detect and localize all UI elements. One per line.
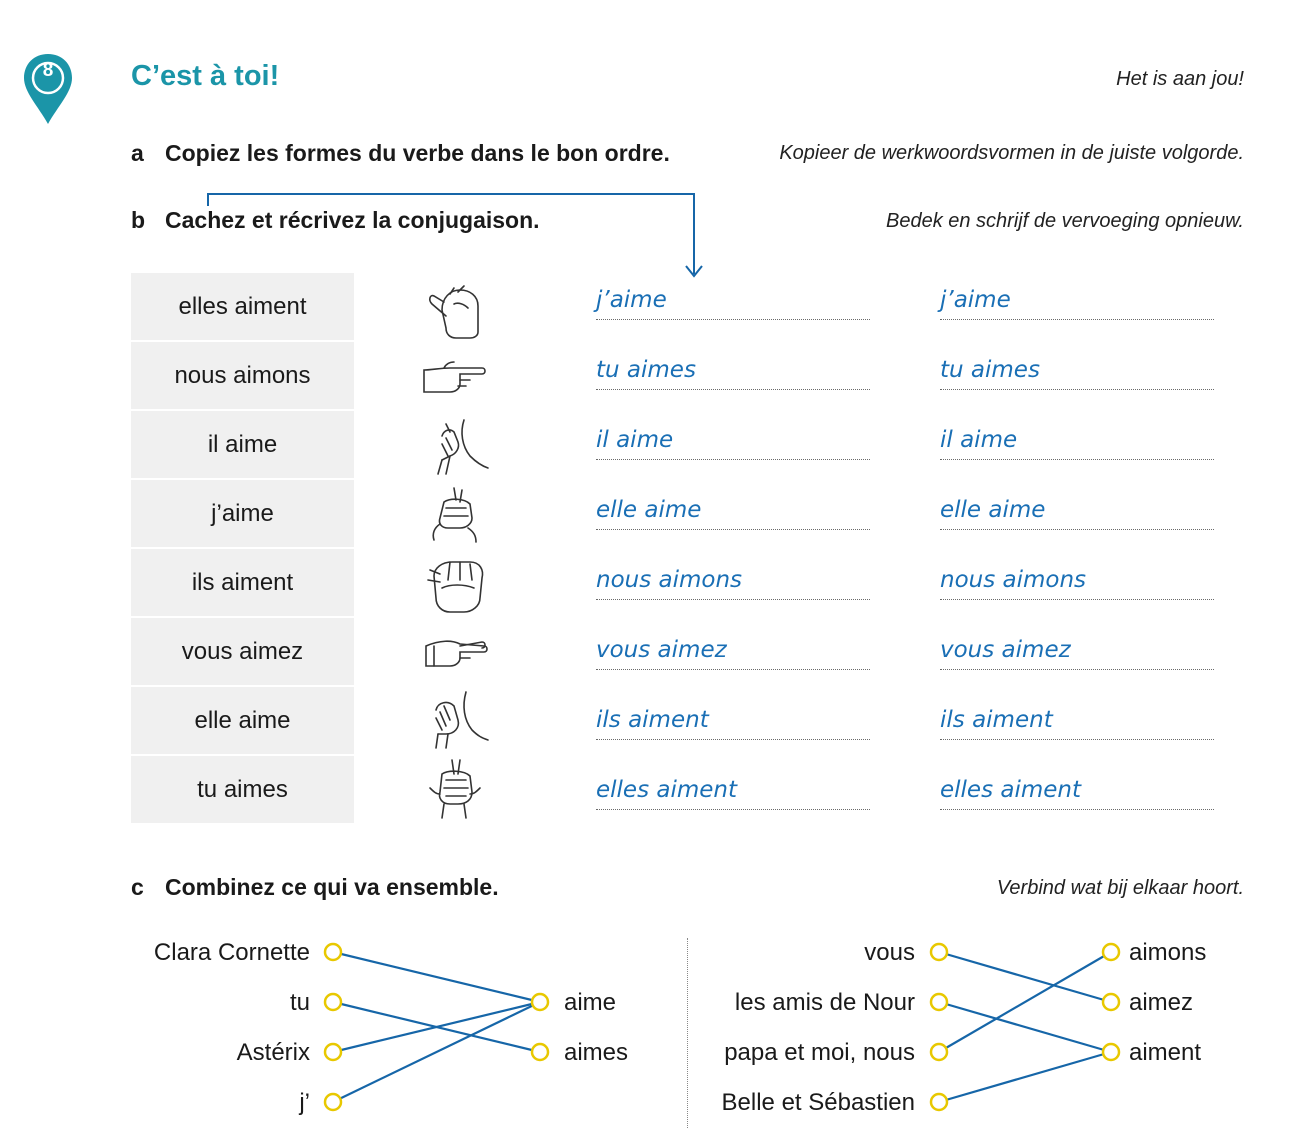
answer-line[interactable]: il aime (596, 425, 870, 460)
match-circle-right-subject[interactable] (929, 1092, 949, 1112)
match-right-verb: aimons (1129, 939, 1207, 966)
step-a-letter: a (131, 140, 144, 166)
point-group-icon (425, 640, 488, 667)
verb-forms-list: elles aiment nous aimons il aime j’aime … (131, 273, 354, 825)
match-right-verb: aimez (1129, 989, 1194, 1016)
match-circle-left-verb[interactable] (530, 1042, 550, 1062)
match-line-right (938, 1000, 1112, 1054)
match-left-subject: Astérix (236, 1039, 310, 1066)
instruction-arrow (207, 193, 703, 278)
exercise-number: 8 (42, 60, 54, 81)
step-b-text: Cachez et récrivez la conjugaison. (165, 207, 540, 233)
match-circle-right-verb[interactable] (1101, 1042, 1121, 1062)
answer-line[interactable]: vous aimez (940, 635, 1214, 670)
match-circle-left-subject[interactable] (323, 1042, 343, 1062)
match-left-subject: tu (289, 989, 310, 1016)
match-circle-left-subject[interactable] (323, 942, 343, 962)
map-pin-icon (24, 54, 72, 124)
answers-copy-column: j’aime tu aimes il aime elle aime nous a… (596, 285, 870, 810)
hands-side-group-icon (435, 691, 489, 749)
match-line-left (332, 950, 541, 1004)
match-line-right (938, 951, 1112, 1053)
answer-line[interactable]: nous aimons (940, 565, 1214, 600)
verb-form-cell: ils aiment (131, 549, 354, 616)
match-right-verb: aiment (1129, 1039, 1202, 1066)
answer-line[interactable]: elles aiment (940, 775, 1214, 810)
answer-line[interactable]: nous aimons (596, 565, 870, 600)
match-line-right (938, 950, 1112, 1004)
match-circle-left-verb[interactable] (530, 992, 550, 1012)
match-circle-right-verb[interactable] (1101, 942, 1121, 962)
match-divider (687, 938, 688, 1128)
match-circle-right-subject[interactable] (929, 1042, 949, 1062)
step-c-letter: c (131, 874, 144, 900)
hand-side-icon (437, 419, 489, 475)
answer-line[interactable]: ils aiment (940, 705, 1214, 740)
step-b-translation: Bedek en schrijf de vervoeging opnieuw. (885, 210, 1244, 232)
hand-chest-icon (432, 487, 477, 543)
match-right-subject: les amis de Nour (734, 989, 915, 1016)
answer-line[interactable]: vous aimez (596, 635, 870, 670)
match-right-subject: Belle et Sébastien (721, 1089, 915, 1116)
verb-form-cell: elles aiment (131, 273, 354, 340)
point-forward-icon (423, 361, 486, 393)
step-a-text: Copiez les formes du verbe dans le bon o… (165, 140, 670, 166)
answer-line[interactable]: il aime (940, 425, 1214, 460)
match-left-verb: aime (564, 989, 617, 1016)
exercise-title: C’est à toi! (131, 60, 280, 92)
match-circle-right-verb[interactable] (1101, 992, 1121, 1012)
answer-line[interactable]: j’aime (596, 285, 870, 320)
hands-together-icon (427, 561, 484, 613)
answer-line[interactable]: ils aiment (596, 705, 870, 740)
verb-form-cell: vous aimez (131, 618, 354, 685)
match-circle-left-subject[interactable] (323, 1092, 343, 1112)
answer-line[interactable]: elle aime (940, 495, 1214, 530)
step-b-letter: b (131, 207, 146, 233)
answer-line[interactable]: elles aiment (596, 775, 870, 810)
step-c-text: Combinez ce qui va ensemble. (165, 874, 499, 900)
verb-form-cell: nous aimons (131, 342, 354, 409)
verb-form-cell: j’aime (131, 480, 354, 547)
answer-line[interactable]: elle aime (596, 495, 870, 530)
exercise-title-translation: Het is aan jou! (1116, 68, 1244, 90)
answer-line[interactable]: tu aimes (596, 355, 870, 390)
match-right-subject: vous (864, 939, 915, 966)
answers-rewrite-column: j’aime tu aimes il aime elle aime nous a… (940, 285, 1214, 810)
verb-form-cell: tu aimes (131, 756, 354, 823)
match-right-subject: papa et moi, nous (724, 1039, 915, 1066)
match-circle-right-subject[interactable] (929, 942, 949, 962)
verb-form-cell: il aime (131, 411, 354, 478)
answer-line[interactable]: tu aimes (940, 355, 1214, 390)
match-line-left (332, 1001, 541, 1103)
answer-line[interactable]: j’aime (940, 285, 1214, 320)
hands-group-icon (429, 759, 481, 819)
match-circle-right-subject[interactable] (929, 992, 949, 1012)
match-line-right (938, 1050, 1112, 1104)
thumb-self-icon (429, 285, 479, 339)
match-left-verb: aimes (564, 1039, 629, 1066)
step-a-translation: Kopieer de werkwoordsvormen in de juiste… (779, 142, 1244, 164)
match-left-subject: Clara Cornette (153, 939, 310, 966)
match-circle-left-subject[interactable] (323, 992, 343, 1012)
verb-form-cell: elle aime (131, 687, 354, 754)
match-left-subject: j’ (299, 1089, 310, 1116)
match-line-left (332, 1000, 541, 1054)
step-c-translation: Verbind wat bij elkaar hoort. (996, 877, 1244, 899)
